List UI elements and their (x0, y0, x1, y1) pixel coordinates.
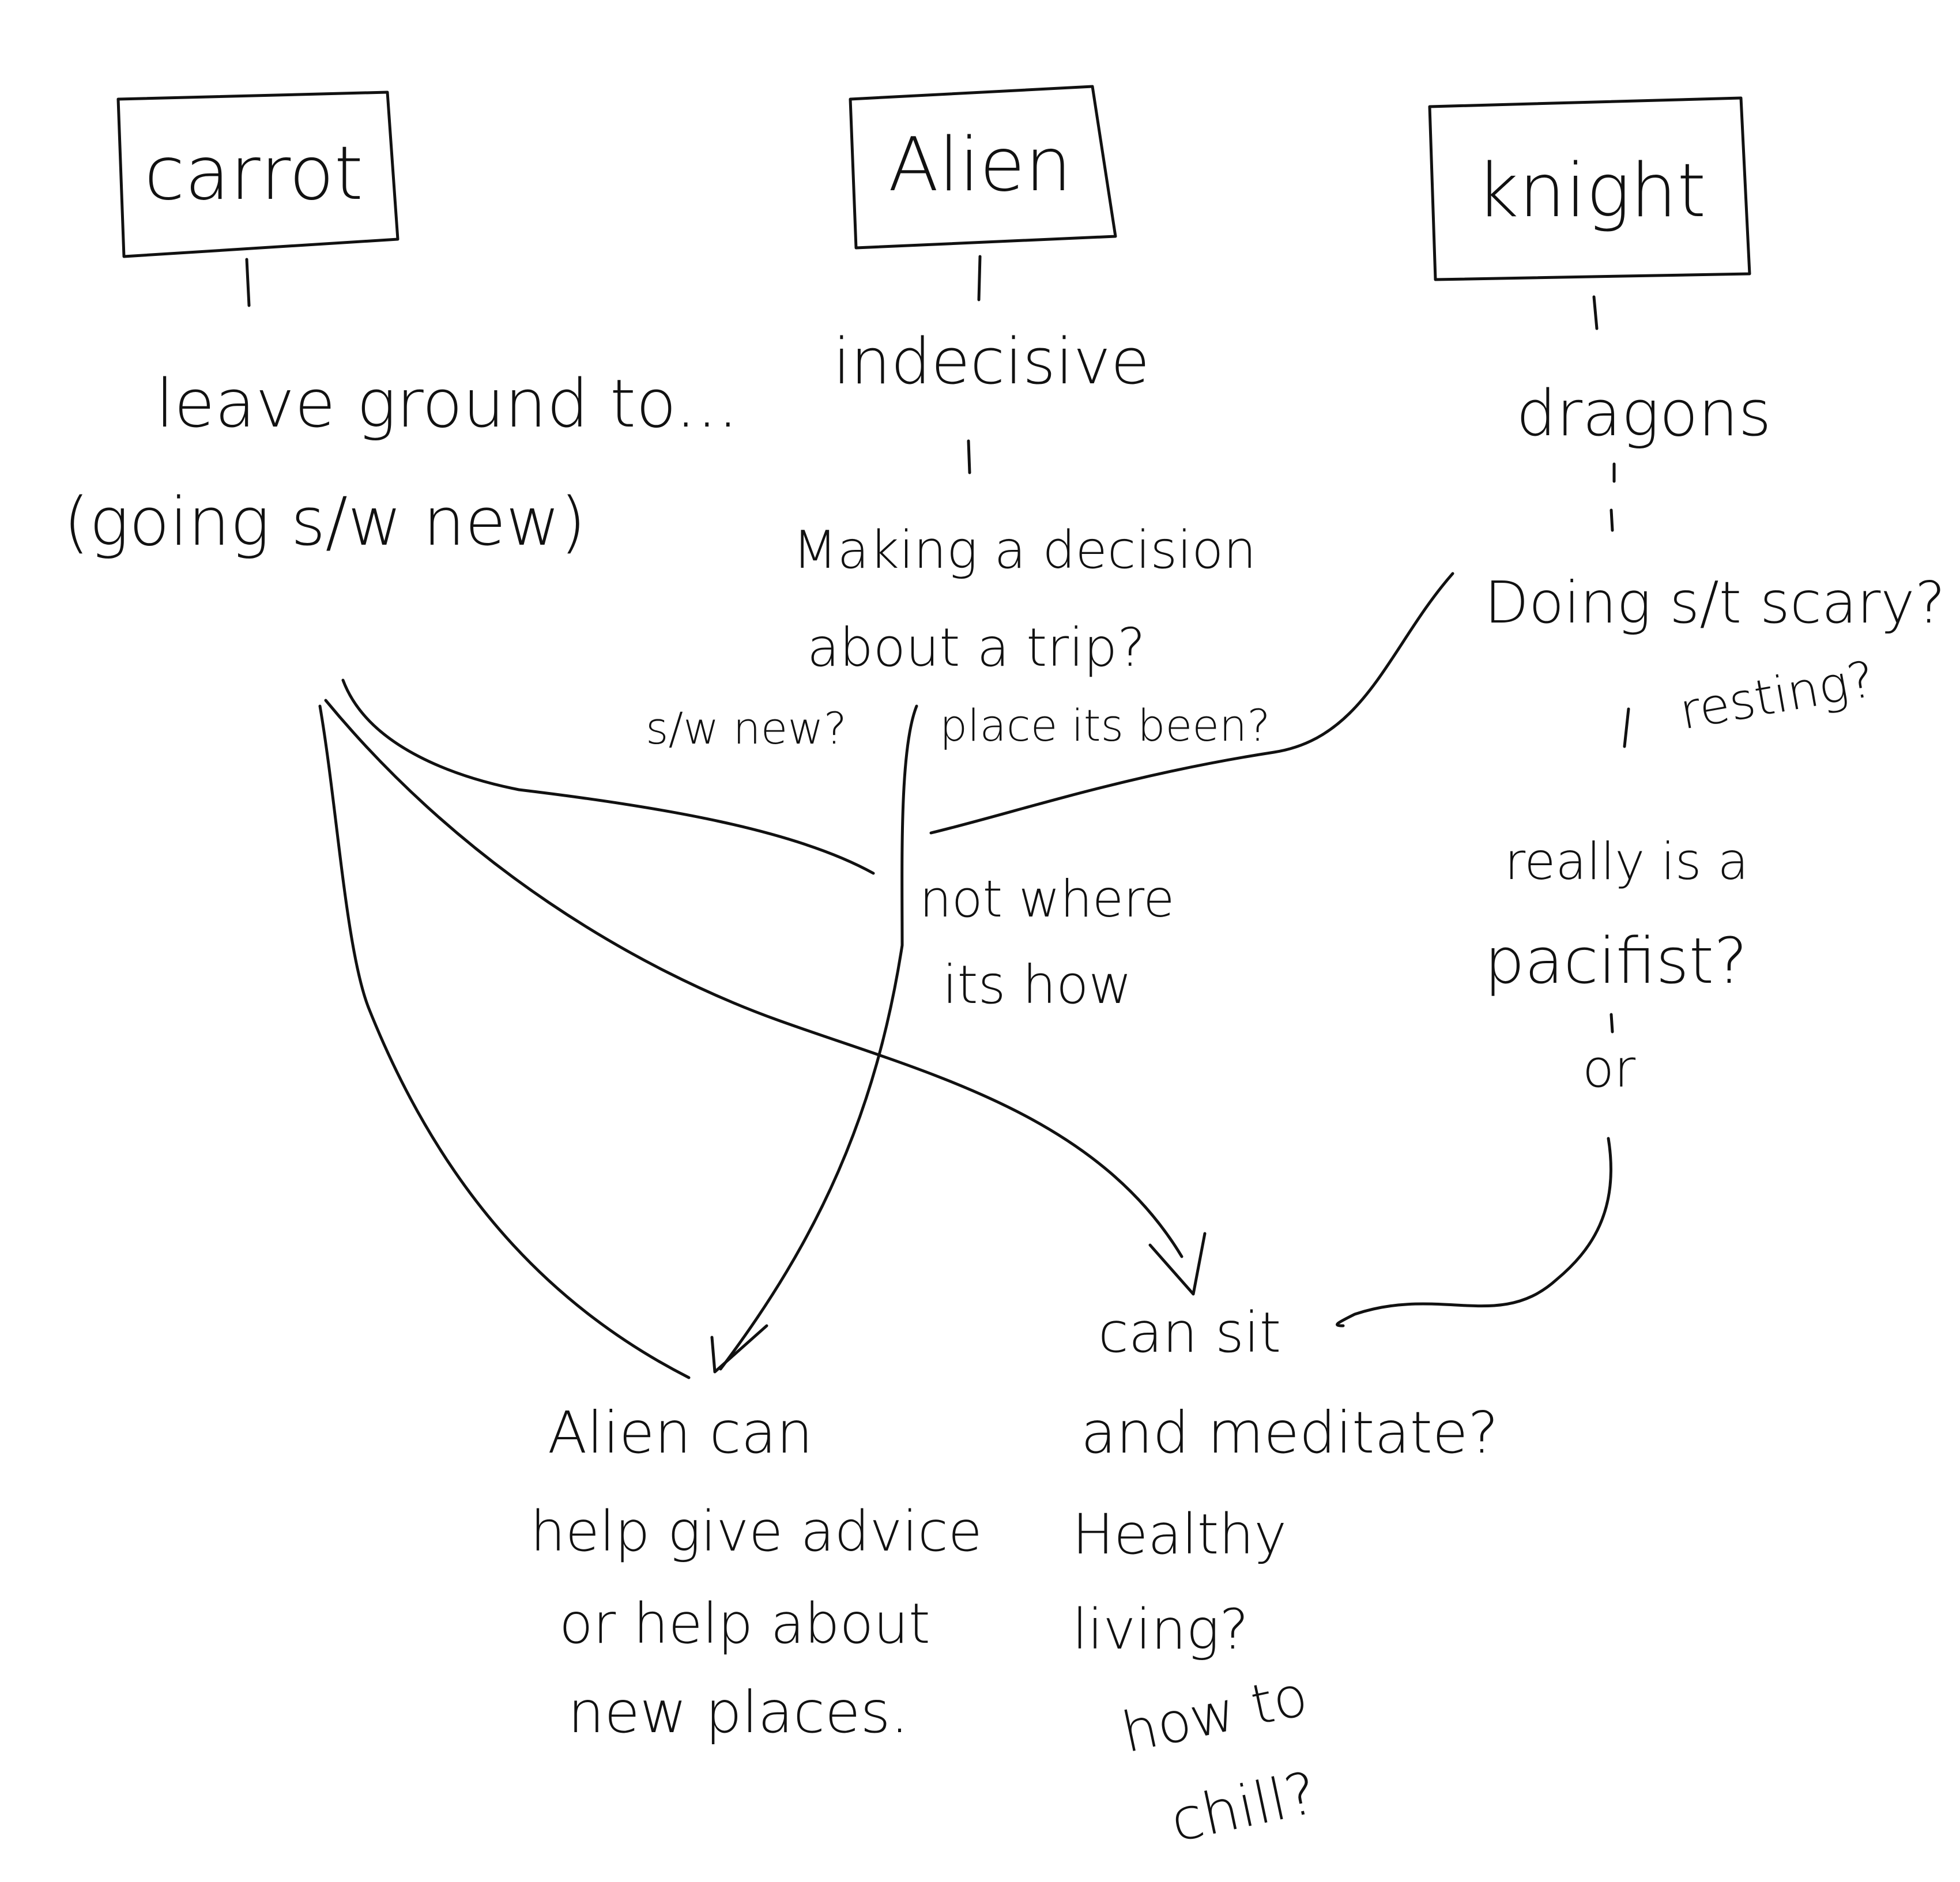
connector-knight-or-to-meditate (1336, 1137, 1612, 1327)
carrot-branch-line1: leave ground to... (156, 365, 738, 443)
outcome-meditate-line6: chill? (1165, 1759, 1323, 1855)
alien-question-line2: about a trip? (807, 617, 1145, 678)
outcome-alien-line1: Alien can (548, 1399, 813, 1466)
outcome-meditate-line3: Healthy (1072, 1502, 1287, 1567)
middle-note-line1: not where (919, 869, 1174, 929)
knight-question-line2: resting? (1675, 650, 1879, 741)
knight-or: or (1582, 1039, 1635, 1099)
alien-box (849, 85, 1117, 250)
connector-alien-to-alien-outcome (719, 704, 918, 1371)
alien-box-label: Alien (888, 122, 1072, 208)
alien-tick (977, 255, 982, 301)
outcome-alien-line2: help give advice (530, 1499, 982, 1564)
connector-knight-to-note (929, 572, 1454, 835)
carrot-branch-line2: (going s/w new) (63, 484, 586, 561)
outcome-meditate-line1: can sit (1098, 1300, 1281, 1365)
knight-pacifist-tick (1610, 1013, 1614, 1034)
knight-trait: dragons (1516, 376, 1771, 450)
alien-trait: indecisive (833, 325, 1149, 398)
alien-option-a: s/w new? (646, 703, 847, 754)
knight-tick (1592, 295, 1599, 330)
alien-question-line1: Making a decision (793, 520, 1256, 580)
knight-box-label: knight (1476, 148, 1706, 234)
knight-question-tick (1623, 707, 1630, 748)
carrot-box-label: carrot (144, 131, 363, 217)
arrowhead-meditate (1148, 1232, 1207, 1296)
knight-box (1428, 96, 1751, 281)
alien-trait-tick (967, 439, 971, 474)
arrowhead-alien-outcome (710, 1324, 768, 1374)
outcome-alien-line3: or help about (559, 1591, 930, 1656)
outcome-meditate-line5: how to (1116, 1663, 1313, 1765)
knight-pacifist-line1: really is a (1505, 832, 1748, 891)
knight-trait-tick-2 (1610, 508, 1614, 532)
carrot-box (116, 90, 399, 258)
outcome-alien-line4: new places. (568, 1679, 909, 1746)
middle-note-line2: its how (943, 954, 1132, 1016)
alien-option-b: place its been? (940, 700, 1271, 751)
connector-carrot-to-alien-outcome (318, 704, 691, 1379)
knight-question-line1: Doing s/t scary? (1484, 569, 1946, 636)
knight-pacifist-line2: pacifist? (1484, 924, 1747, 998)
connector-carrot-to-meditate (324, 699, 1183, 1258)
carrot-tick (245, 258, 251, 307)
connector-carrot-to-note (341, 678, 875, 875)
outcome-meditate-line2: and meditate? (1081, 1399, 1498, 1466)
outcome-meditate-line4: living? (1072, 1597, 1249, 1662)
